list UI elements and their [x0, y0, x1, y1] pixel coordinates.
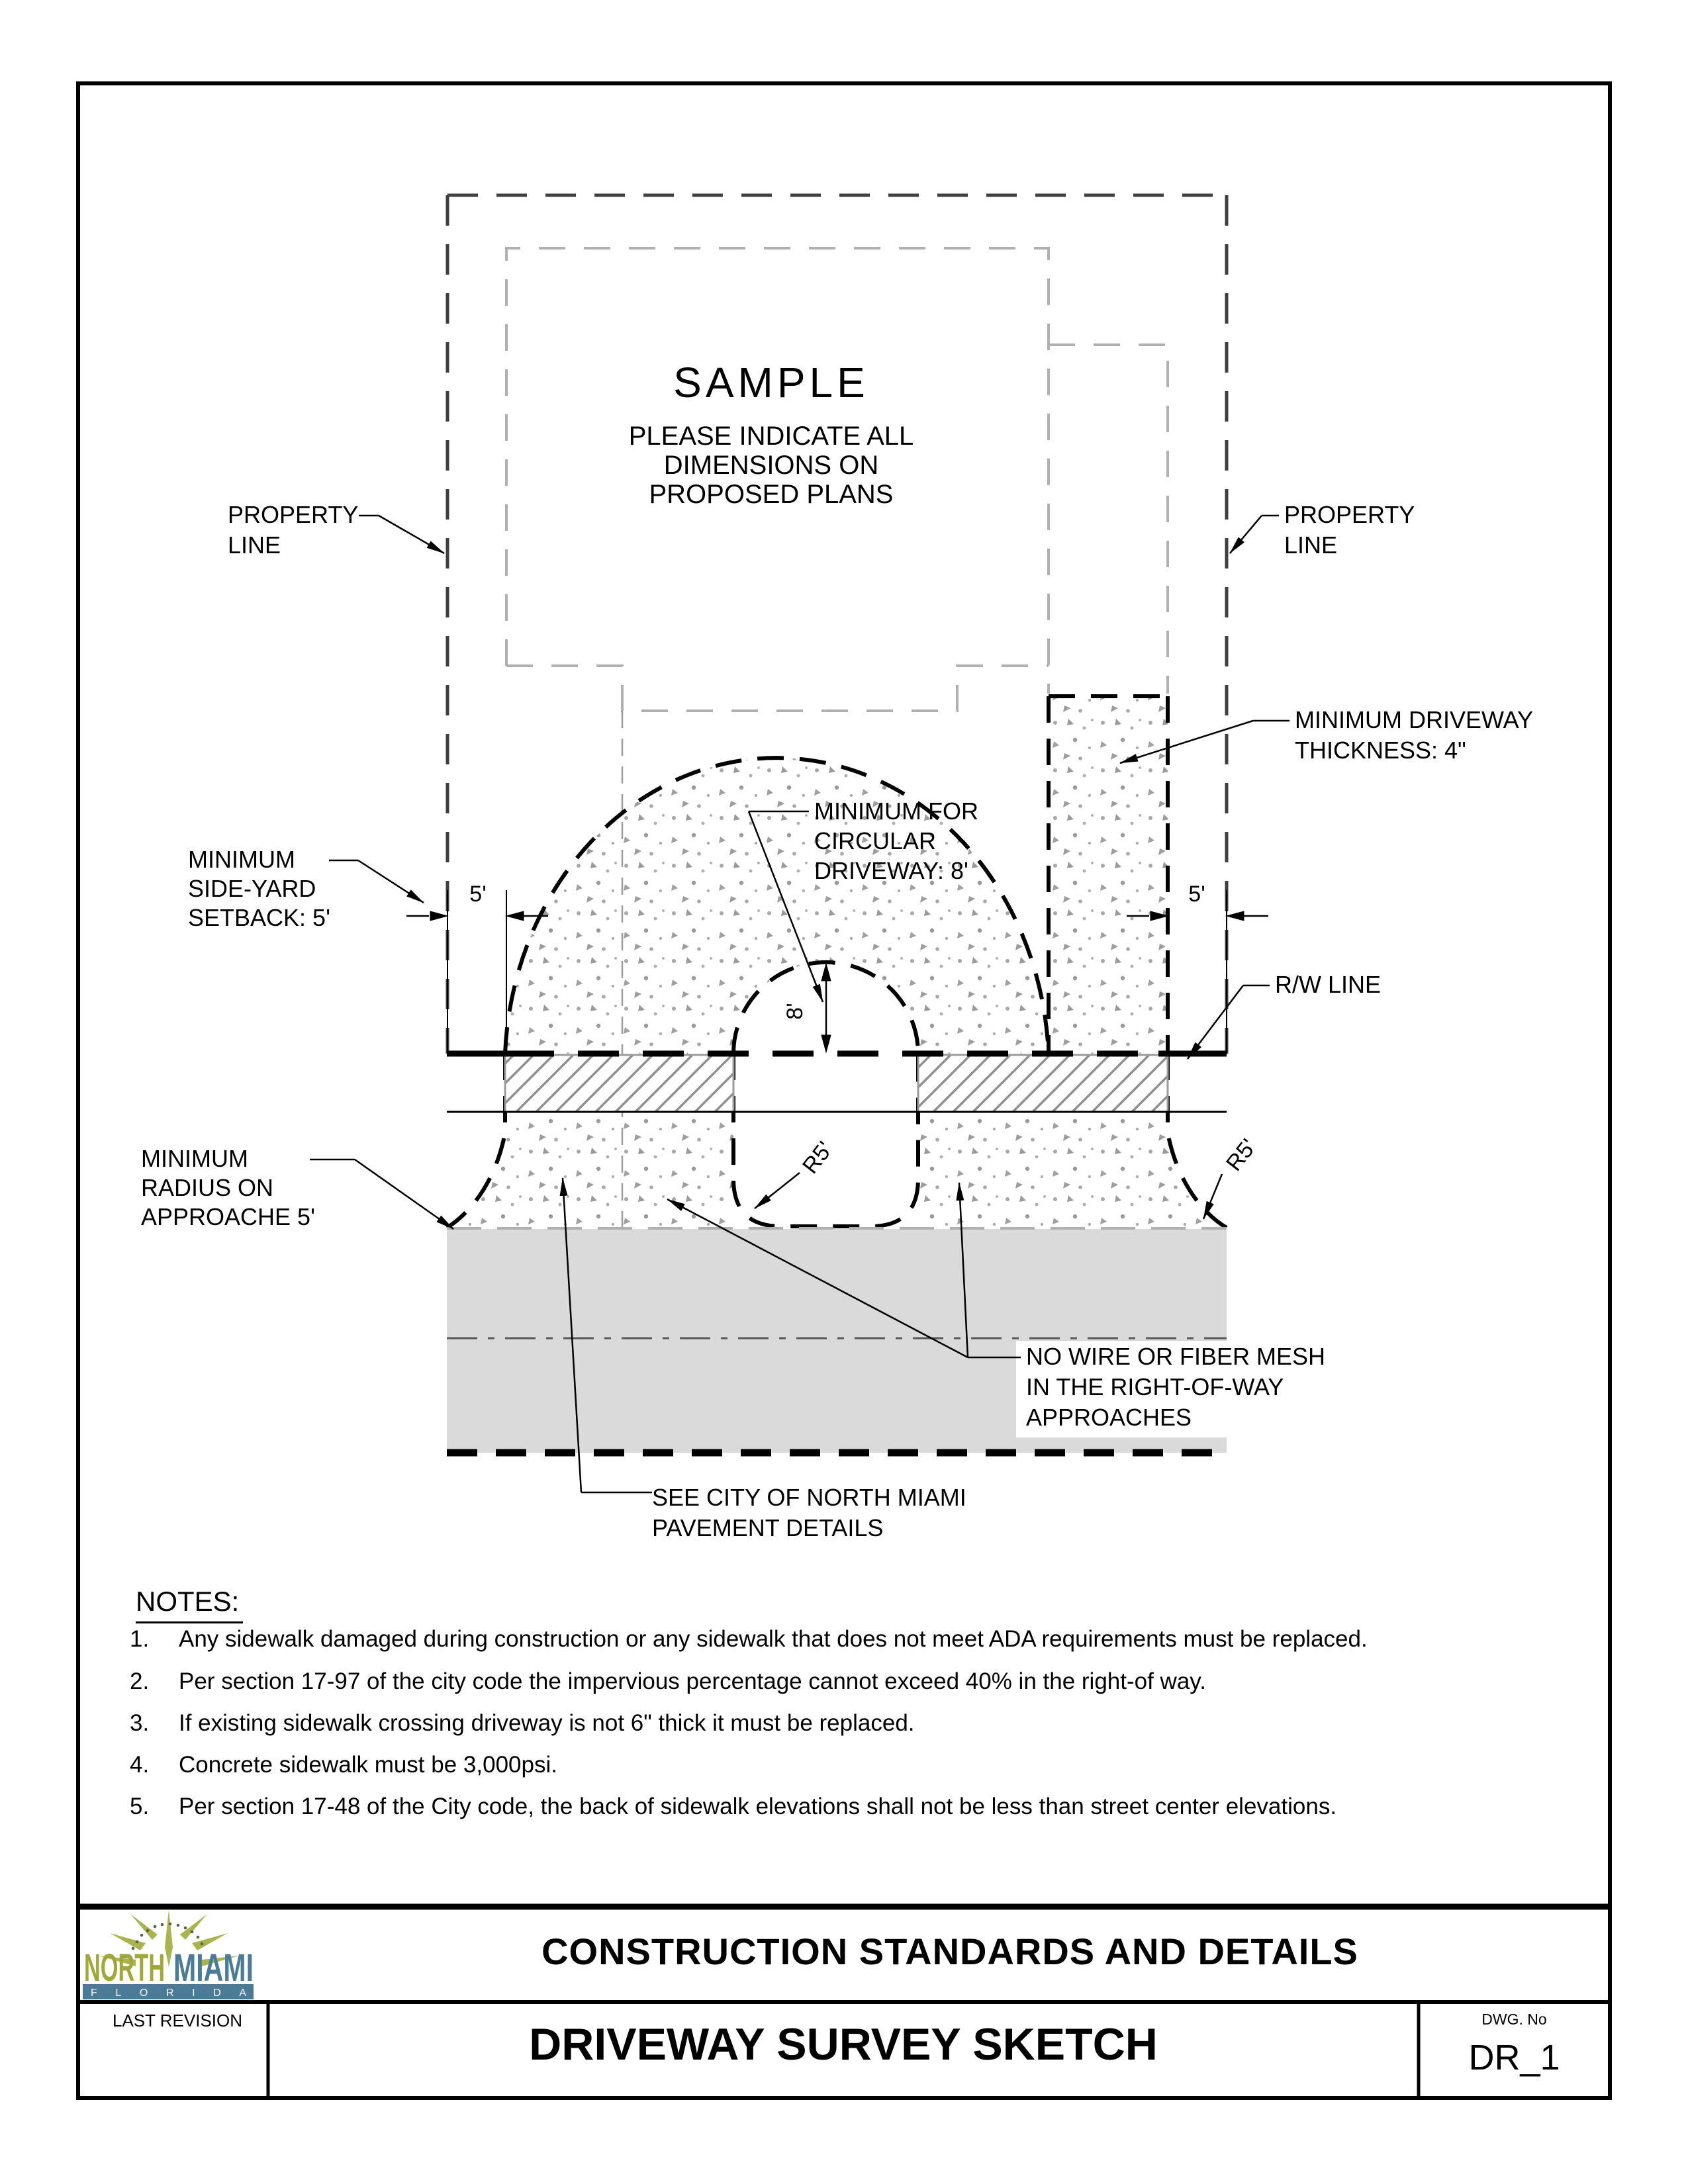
label-nowire-3: APPROACHES [1026, 1404, 1192, 1431]
note-number: 2. [130, 1668, 150, 1694]
sidewalk [447, 1054, 1227, 1113]
rw-leader [1187, 984, 1270, 1060]
label-circular-1: MINIMUM FOR [814, 797, 978, 825]
sample-line-2: DIMENSIONS ON [664, 451, 878, 480]
thickness-leader [1119, 719, 1289, 764]
label-radius-1: MINIMUM [141, 1145, 248, 1172]
note-item-3: 3. If existing sidewalk crossing driveway… [130, 1710, 915, 1737]
note-number: 5. [130, 1794, 150, 1819]
r5-left-leader [754, 1172, 800, 1209]
dwg-no-label: DWG. No [1481, 2011, 1547, 2028]
note-text: If existing sidewalk crossing driveway i… [179, 1710, 915, 1736]
note-text: Per section 17-97 of the city code the i… [179, 1668, 1206, 1694]
no-wire-text-backdrop [1016, 1341, 1357, 1437]
notes-heading: NOTES: [136, 1586, 244, 1623]
label-rw-line: R/W LINE [1275, 971, 1381, 998]
dim-r5-right: R5' [1221, 1134, 1262, 1176]
note-item-4: 4. Concrete sidewalk must be 3,000psi. [130, 1752, 557, 1778]
logo-miami-text: MIAMI [173, 1946, 254, 1989]
label-seecity-2: PAVEMENT DETAILS [652, 1514, 883, 1541]
dimension-setback-left [406, 890, 548, 1054]
label-property-right-2: LINE [1284, 531, 1337, 559]
note-item-2: 2. Per section 17-97 of the city code the… [130, 1668, 1206, 1695]
setback-leader [329, 859, 424, 904]
nowire-leaders [667, 1182, 1021, 1359]
north-miami-logo: NORTH MIAMI FLORIDA [83, 1910, 254, 1999]
logo-north-text: NORTH [84, 1946, 165, 1989]
label-property-left-1: PROPERTY [228, 501, 358, 528]
standards-title: CONSTRUCTION STANDARDS AND DETAILS [541, 1931, 1358, 1972]
last-revision-label: LAST REVISION [113, 2011, 243, 2030]
label-radius-2: RADIUS ON [141, 1174, 273, 1201]
dimension-circular-8ft [821, 962, 831, 1054]
sample-line-3: PROPOSED PLANS [649, 480, 893, 509]
property-right-leader [1229, 514, 1279, 554]
circular-leader [747, 810, 824, 1003]
radius-leader [310, 1158, 454, 1230]
sheet-title: DRIVEWAY SURVEY SKETCH [529, 2019, 1158, 2070]
dim-setback-right-value: 5' [1188, 882, 1205, 907]
label-setback-1: MINIMUM [188, 846, 295, 873]
sample-title: SAMPLE [673, 359, 869, 406]
dim-circular-value: 8' [782, 1003, 808, 1019]
label-nowire-2: IN THE RIGHT-OF-WAY [1026, 1373, 1284, 1400]
dwg-no-value: DR_1 [1468, 2038, 1560, 2077]
label-thickness-2: THICKNESS: 4" [1295, 737, 1466, 764]
note-item-5: 5. Per section 17-48 of the City code, th… [130, 1794, 1336, 1820]
title-block-lines [78, 1903, 1610, 2098]
page-border [76, 81, 1612, 2100]
driveway-concrete-fill [447, 696, 1227, 1228]
label-thickness-1: MINIMUM DRIVEWAY [1295, 706, 1533, 733]
r5-right-leader [1202, 1173, 1223, 1220]
label-seecity-1: SEE CITY OF NORTH MIAMI [652, 1484, 966, 1511]
note-text: Any sidewalk damaged during construction… [179, 1626, 1368, 1652]
label-circular-3: DRIVEWAY: 8' [814, 857, 968, 884]
dim-setback-left-value: 5' [469, 882, 486, 907]
property-left-leader [359, 514, 445, 555]
label-property-right-1: PROPERTY [1284, 501, 1415, 528]
label-setback-3: SETBACK: 5' [188, 904, 330, 931]
seecity-leader [559, 1177, 652, 1494]
note-number: 3. [130, 1710, 150, 1736]
logo-florida-bar [83, 1984, 254, 1999]
note-text: Concrete sidewalk must be 3,000psi. [179, 1752, 557, 1778]
note-number: 1. [130, 1626, 150, 1652]
note-item-1: 1. Any sidewalk damaged during constructi… [130, 1626, 1368, 1653]
logo-dotted-arc [131, 1922, 204, 1950]
logo-starburst-icon [99, 1910, 239, 1967]
label-nowire-1: NO WIRE OR FIBER MESH [1026, 1343, 1325, 1370]
dimension-setback-right [1127, 890, 1268, 1054]
label-setback-2: SIDE-YARD [188, 875, 316, 902]
house-outline [505, 247, 1169, 712]
label-circular-2: CIRCULAR [814, 827, 936, 854]
note-text: Per section 17-48 of the City code, the … [179, 1794, 1337, 1819]
driveway-edges [445, 694, 1228, 1230]
label-property-left-2: LINE [228, 531, 281, 559]
note-number: 4. [130, 1752, 150, 1778]
label-radius-3: APPROACHE 5' [141, 1203, 315, 1230]
sample-line-1: PLEASE INDICATE ALL [629, 422, 914, 451]
